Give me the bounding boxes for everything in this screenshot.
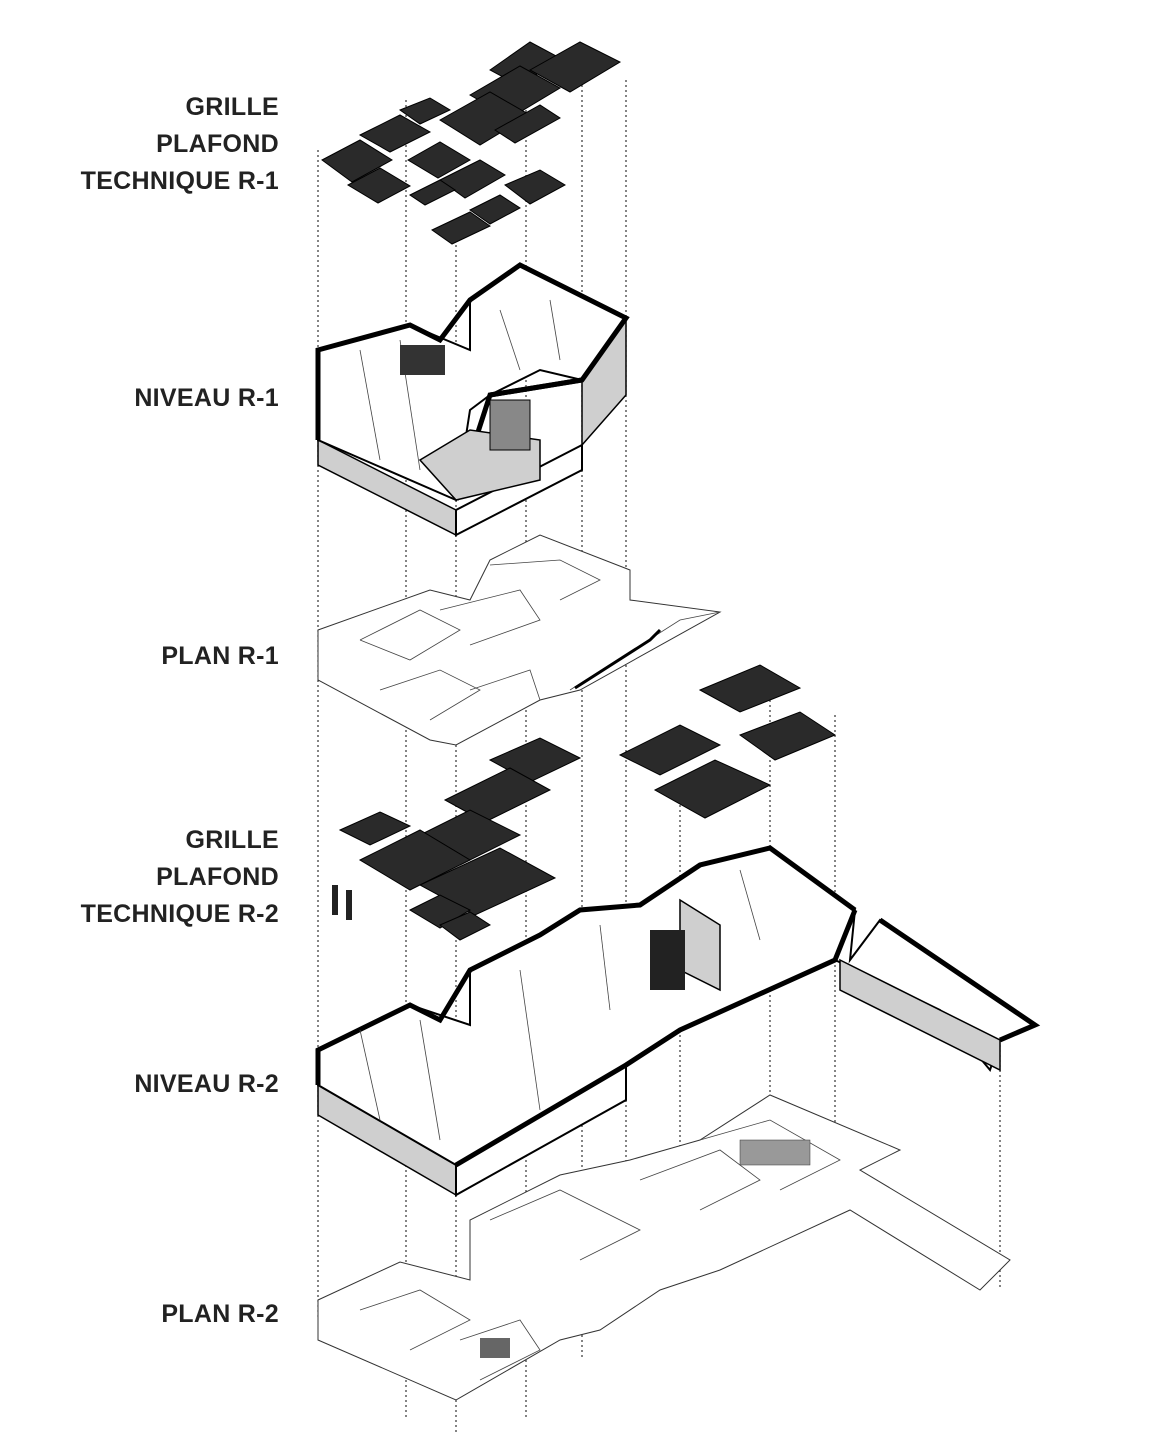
ceiling-grid-r1 [321,41,622,245]
level-r2-volume [315,845,1041,1197]
level-r1-volume [315,262,630,537]
label-plan-r1: PLAN R-1 [161,642,279,670]
ceiling-grid-r2 [332,664,837,941]
label-niveau-r2: NIVEAU R-2 [134,1070,279,1098]
label-niveau-r1: NIVEAU R-1 [134,384,279,412]
plan-r2 [317,1094,1011,1401]
label-grille-plafond-r1: GRILLE PLAFOND TECHNIQUE R-1 [80,93,279,195]
label-plan-r2: PLAN R-2 [161,1300,279,1328]
plan-r1 [317,534,722,746]
label-grille-plafond-r2: GRILLE PLAFOND TECHNIQUE R-2 [80,826,279,928]
